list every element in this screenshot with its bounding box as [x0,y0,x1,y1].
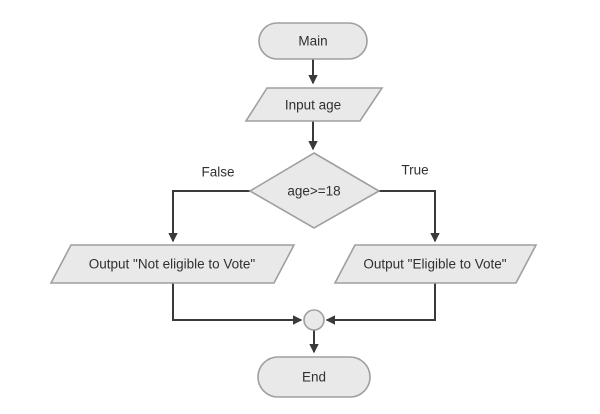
true-branch-label: True [401,163,428,178]
decision-node-label: age>=18 [287,184,340,199]
start-node-shape [258,22,368,60]
output-false-node-shape [49,244,296,284]
end-node-label: End [302,370,326,385]
false-branch-label: False [201,165,234,180]
decision-node-shape [248,152,381,229]
start-node-label: Main [298,34,327,49]
input-node-shape [244,87,384,122]
output-false-node-label: Output "Not eligible to Vote" [89,257,256,272]
end-node-shape [257,356,371,398]
output-true-node-label: Output "Eligible to Vote" [363,257,506,272]
edge-output-false-to-join [172,283,303,325]
output-true-node-shape [333,244,538,284]
join-connector-shape [303,309,325,331]
input-node-label: Input age [285,98,341,113]
edge-output-true-to-join [325,283,436,325]
edge-decision-false-branch [168,190,250,243]
edge-decision-true-branch [379,190,440,243]
